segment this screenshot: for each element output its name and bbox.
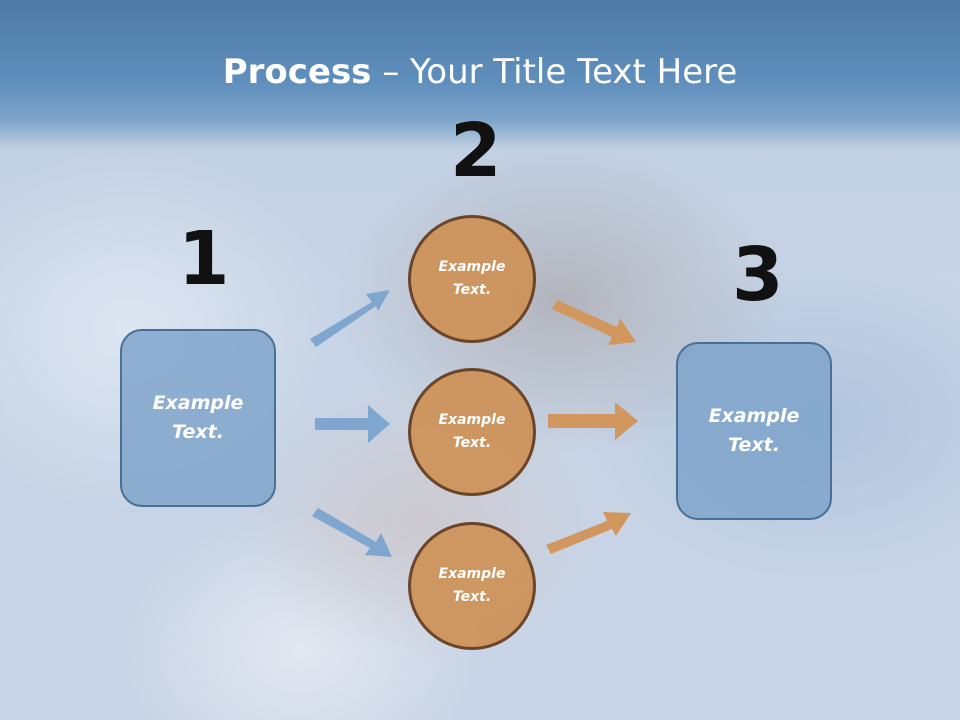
right-box: Example Text.	[676, 342, 832, 520]
left-box-text: Example Text.	[152, 392, 244, 443]
title-rest: – Your Title Text Here	[371, 52, 738, 92]
left-box: Example Text.	[120, 329, 276, 507]
step-number-1: 1	[178, 216, 230, 302]
step-number-2: 2	[450, 108, 502, 194]
circle-top-text: Example Text.	[438, 259, 506, 298]
arrow-orange-up	[546, 512, 631, 554]
circle-bottom-text: Example Text.	[438, 566, 506, 605]
circle-middle: Example Text.	[408, 368, 536, 496]
arrow-blue-down	[312, 508, 392, 557]
step-number-3: 3	[732, 232, 784, 318]
title-bold: Process	[222, 52, 372, 92]
arrow-blue-right	[315, 405, 390, 443]
circle-middle-text: Example Text.	[438, 412, 506, 451]
circle-bottom: Example Text.	[408, 522, 536, 650]
title-banner	[0, 0, 960, 150]
circle-top: Example Text.	[408, 215, 536, 343]
slide-title: Process – Your Title Text Here	[0, 52, 960, 92]
arrow-orange-right	[548, 402, 638, 440]
arrow-blue-up	[310, 290, 390, 347]
right-box-text: Example Text.	[708, 405, 800, 456]
arrow-orange-down	[552, 300, 636, 345]
